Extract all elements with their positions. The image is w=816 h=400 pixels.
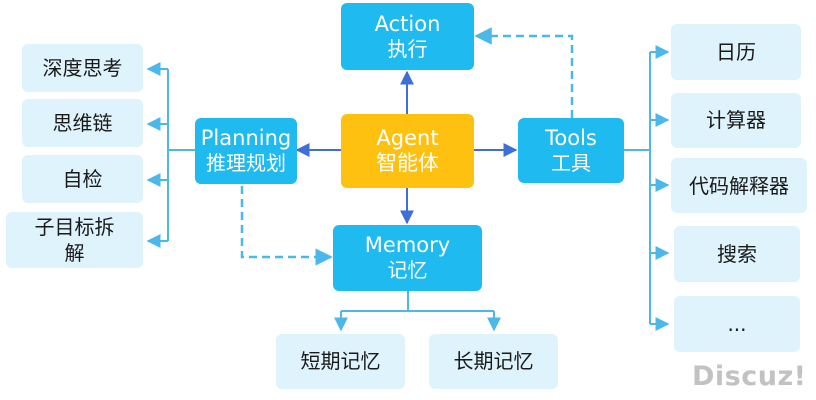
leaf-label: 短期记忆 [300,349,381,373]
agent-label-cn: 智能体 [376,151,439,175]
leaf-label: 长期记忆 [453,349,534,373]
planning-label-cn: 推理规划 [206,151,286,175]
tools-leaf-more: ... [674,296,800,352]
tools-leaf-calculator: 计算器 [671,93,801,148]
action-node: Action 执行 [341,3,474,70]
memory-leaf-long-term: 长期记忆 [429,334,558,389]
memory-node: Memory 记忆 [333,225,482,291]
tools-label-en: Tools [545,125,597,150]
leaf-label: 日历 [716,39,756,64]
planning-leaf-deep-thinking: 深度思考 [22,44,143,92]
leaf-label: 子目标拆解 [34,215,115,265]
memory-bracket [334,291,501,332]
planning-label-en: Planning [200,126,292,150]
planning-node: Planning 推理规划 [195,118,297,184]
agent-label-en: Agent [376,126,439,150]
planning-leaf-self-check: 自检 [22,155,143,203]
memory-leaf-short-term: 短期记忆 [276,334,405,389]
tools-node: Tools 工具 [518,118,624,183]
agent-node: Agent 智能体 [341,114,474,188]
planning-bracket [146,62,195,248]
leaf-label: 代码解释器 [689,173,789,198]
memory-label-en: Memory [364,233,451,257]
tools-label-cn: 工具 [551,150,591,175]
planning-leaf-subgoal-decomposition: 子目标拆解 [6,212,143,268]
tools-leaf-code-interpreter: 代码解释器 [671,158,807,213]
watermark-logo: Discuz! [692,361,807,392]
leaf-label: 自检 [62,166,103,191]
leaf-label: 搜索 [717,241,757,266]
tools-leaf-calendar: 日历 [671,24,801,80]
tools-leaf-search: 搜索 [674,226,800,282]
leaf-label: ... [727,311,747,336]
dashed-planning-to-memory [240,186,333,266]
leaf-label: 计算器 [706,108,766,132]
leaf-label: 思维链 [52,110,113,135]
action-label-en: Action [374,11,441,36]
planning-leaf-chain-of-thought: 思维链 [22,99,143,147]
memory-label-cn: 记忆 [387,258,428,282]
tools-bracket [624,45,670,331]
action-label-cn: 执行 [387,36,428,61]
leaf-label: 深度思考 [42,55,123,80]
dashed-tools-to-action [474,27,574,118]
